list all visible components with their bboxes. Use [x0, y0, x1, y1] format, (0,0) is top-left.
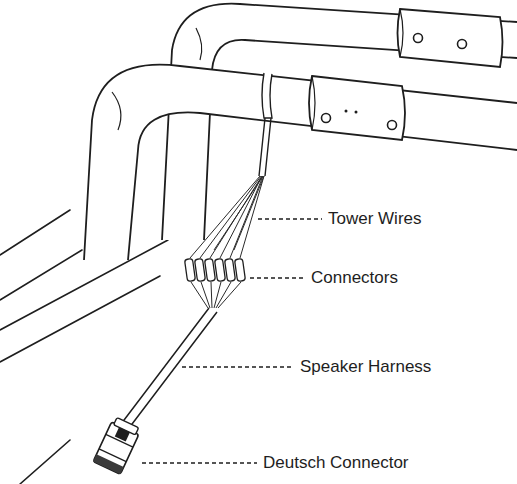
tube-sleeve: [398, 9, 503, 67]
part-label: Tower Wires: [327, 209, 423, 229]
leader-line: [250, 277, 305, 278]
connector-latch: [115, 427, 130, 441]
frame-rail: [0, 276, 160, 362]
butt-connector: [235, 259, 246, 282]
hole: [355, 111, 358, 114]
leader-lines: [142, 219, 322, 463]
wire: [240, 176, 264, 258]
butt-connector: [185, 259, 196, 282]
wire: [211, 282, 212, 308]
wire: [201, 282, 210, 308]
connector-face: [93, 454, 124, 474]
bolt: [388, 121, 397, 130]
tube-edge: [128, 112, 517, 260]
tower-wires: [190, 176, 264, 258]
tube-edge: [84, 65, 517, 260]
sleeve-edge: [312, 76, 315, 130]
tube-sleeve: [309, 76, 405, 140]
part-label: Speaker Harness: [299, 357, 432, 377]
sleeve-edge: [400, 9, 403, 57]
leader-line: [142, 462, 257, 463]
butt-connectors: [185, 259, 246, 282]
tower-tube: [84, 65, 517, 260]
bolt: [414, 34, 423, 43]
bolt: [458, 40, 467, 49]
part-label: Deutsch Connector: [262, 453, 410, 473]
wire: [190, 176, 260, 258]
harness-wires: [191, 282, 241, 308]
wire-sheath: [259, 118, 271, 176]
hole: [345, 110, 348, 113]
leader-line: [182, 366, 294, 367]
butt-connector: [225, 259, 236, 282]
butt-connector: [195, 259, 206, 282]
frame-rail: [20, 440, 70, 484]
deutsch-connector: [93, 416, 141, 474]
wire: [230, 176, 263, 258]
cable-clip: [262, 73, 272, 118]
tube-bend-line: [112, 92, 121, 130]
butt-connector: [205, 259, 216, 282]
bolt: [322, 114, 331, 123]
frame-rail: [0, 210, 70, 255]
harness-cable: [118, 308, 217, 432]
tube-bend-line: [196, 28, 202, 60]
wire: [218, 282, 241, 308]
leader-line: [258, 218, 322, 219]
wire: [214, 176, 263, 250]
wire: [234, 176, 264, 250]
wire: [216, 282, 231, 308]
wire: [214, 282, 221, 308]
butt-connector: [215, 259, 226, 282]
frame-rail: [0, 250, 82, 300]
wire: [220, 176, 262, 258]
part-label: Connectors: [310, 268, 399, 288]
